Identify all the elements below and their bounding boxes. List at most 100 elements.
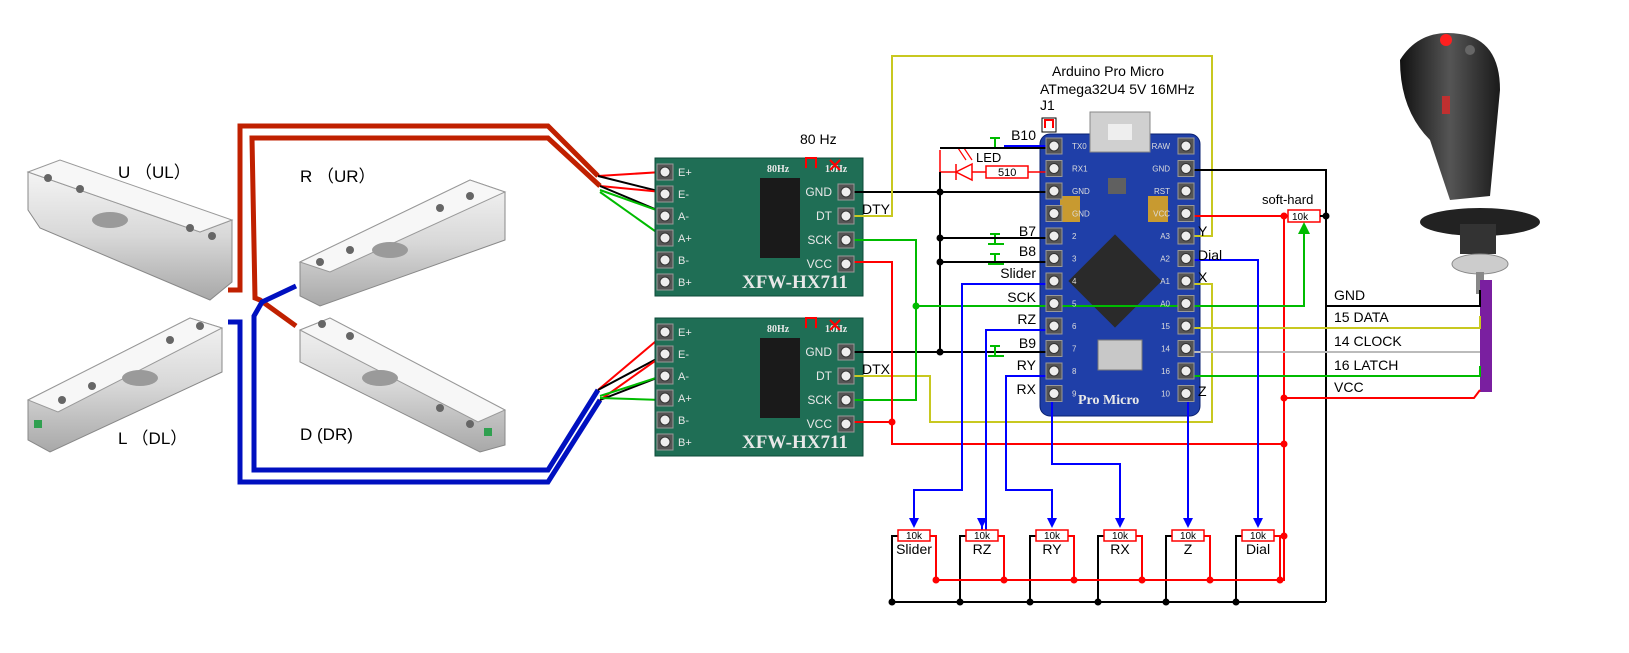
arduino-silk-right: 16 — [1161, 367, 1170, 376]
hx711-bottom-pin-label: VCC — [807, 417, 833, 431]
hx711-top-pin-label: VCC — [807, 257, 833, 271]
arduino-signal-label: Slider — [1000, 265, 1036, 281]
arduino-signal-label: SCK — [1007, 289, 1036, 305]
wire-gnd-right — [1186, 169, 1327, 602]
joystick-bus-label: VCC — [1334, 379, 1364, 395]
pot-wiper-arrow — [977, 518, 987, 528]
arduino-silk-left: 5 — [1072, 300, 1077, 309]
freq-jumper-mark — [805, 157, 841, 331]
arduino-silk-left: RX1 — [1072, 165, 1088, 174]
pot-vcc-leg — [1274, 535, 1281, 580]
pot-label: Dial — [1246, 541, 1270, 557]
hx711-top-pin-label: B- — [678, 255, 689, 267]
arduino-right-pin — [1180, 163, 1192, 174]
load-cell-ul — [26, 159, 234, 301]
hx711-top-right-pin — [840, 234, 852, 246]
arduino-right-pin — [1180, 343, 1192, 354]
wire-bus-latch — [1186, 366, 1481, 377]
arduino-silk-right: A0 — [1160, 300, 1170, 309]
wiper-arrow — [1298, 222, 1310, 234]
wire-sck-hx — [846, 239, 917, 401]
wire-softhard-wiper — [916, 226, 1305, 307]
load-cell-dr — [298, 317, 507, 453]
arduino-right-pin — [1180, 230, 1192, 242]
arduino-silk-right: 10 — [1161, 390, 1170, 399]
hx711-bottom-left-pin — [659, 436, 671, 448]
arduino-right-signal-label: X — [1198, 269, 1208, 285]
hx711-board-top: XFW-HX711 80Hz 10Hz — [654, 157, 864, 297]
pot-gnd-leg — [1235, 535, 1242, 602]
junction-dot — [1280, 440, 1288, 448]
hx711-top-pin-label: DT — [816, 209, 833, 223]
arduino-pro-micro: Pro Micro — [1039, 111, 1201, 417]
pin-headers: E+E-A-A+B-B+GNDDTSCKVCCE+E-A-A+B-B+GNDDT… — [656, 137, 1195, 451]
arduino-right-pin — [1180, 185, 1192, 197]
wire-vcc-hx-top — [846, 261, 1284, 445]
pot-body — [1103, 529, 1137, 542]
arduino-silk-left: 9 — [1072, 390, 1077, 399]
arduino-left-pin — [1048, 275, 1060, 287]
arduino-right-pin — [1180, 298, 1192, 309]
hx711-top-right-pin — [840, 210, 852, 222]
arduino-pcb-label: Pro Micro — [1078, 393, 1139, 408]
wire-bus-gnd — [1326, 290, 1481, 307]
cable-blue — [228, 283, 603, 485]
arduino-silk-left: GND — [1072, 187, 1090, 196]
arduino-right-pin — [1180, 275, 1192, 287]
hx711-top-left-pin — [659, 232, 671, 244]
pot-vcc-leg — [1136, 535, 1143, 580]
hx711-bottom-right-pin — [840, 370, 852, 382]
hx711-freq-label: 80 Hz — [800, 131, 837, 147]
wire-pot-vcc-rail — [936, 536, 1285, 581]
load-cell-dl — [26, 317, 224, 453]
signal-labels: DTYDTXB10B7B8SliderSCKRZB9RYRXYDialXZGND… — [862, 127, 1402, 399]
pot-gnd-leg — [1165, 535, 1172, 602]
arduino-silk-left: TX0 — [1072, 142, 1087, 151]
arduino-silk-right: GND — [1152, 165, 1170, 174]
arduino-left-pin — [1048, 185, 1060, 197]
hx711-bottom-right-pin — [840, 418, 852, 430]
hx711-top-80hz: 80Hz — [767, 164, 790, 175]
wire-dty — [846, 55, 1213, 237]
hx711-top-right-pin — [840, 258, 852, 270]
arduino-silk-right: VCC — [1153, 210, 1170, 219]
button-icon-b10 — [988, 137, 1004, 149]
pot-label: RZ — [973, 541, 992, 557]
pot-value: 10k — [974, 531, 991, 542]
hx711-top-left-pin — [659, 166, 671, 178]
hx711-board-bottom: XFW-HX711 80Hz 10Hz — [654, 317, 864, 457]
pot-wiper-arrow — [1115, 518, 1125, 528]
pot-value: 10k — [1180, 531, 1197, 542]
arduino-silk-right: RAW — [1152, 142, 1171, 151]
pot-value: 10k — [1112, 531, 1129, 542]
pot-vcc-leg — [930, 535, 937, 580]
fanout-top — [597, 171, 663, 237]
pot-gnd-leg — [959, 535, 966, 602]
arduino-title: Arduino Pro Micro — [1052, 63, 1164, 79]
arduino-right-pin — [1180, 320, 1192, 332]
pot-body — [897, 529, 931, 542]
arduino-silk-left: GND — [1072, 210, 1090, 219]
pot-vcc-leg — [1068, 535, 1075, 580]
arduino-left-pin — [1048, 253, 1060, 264]
arduino-right-signal-label: Z — [1198, 383, 1207, 399]
arduino-silk-left: 7 — [1072, 345, 1077, 354]
arduino-left-pin — [1048, 230, 1060, 242]
hx711-top-left-pin — [659, 276, 671, 288]
hx711-top-pin-label: GND — [805, 185, 832, 199]
hx711-top-pin-label: E+ — [678, 167, 692, 179]
arduino-silk-right: RST — [1154, 187, 1170, 196]
pot-signal-wire — [1005, 375, 1054, 526]
hx711-bottom-pin-label: B+ — [678, 437, 692, 449]
load-cell-ur-label: R （UR） — [300, 167, 376, 186]
hx711-bottom-pin-label: DT — [816, 369, 833, 383]
arduino-right-signal-label: Dial — [1198, 247, 1222, 263]
jumper-j1 — [1041, 117, 1057, 133]
hx711-bottom-pin-label: E+ — [678, 327, 692, 339]
hx711-bottom-left-pin — [659, 370, 671, 382]
hx711-bottom-name: XFW-HX711 — [742, 432, 848, 453]
